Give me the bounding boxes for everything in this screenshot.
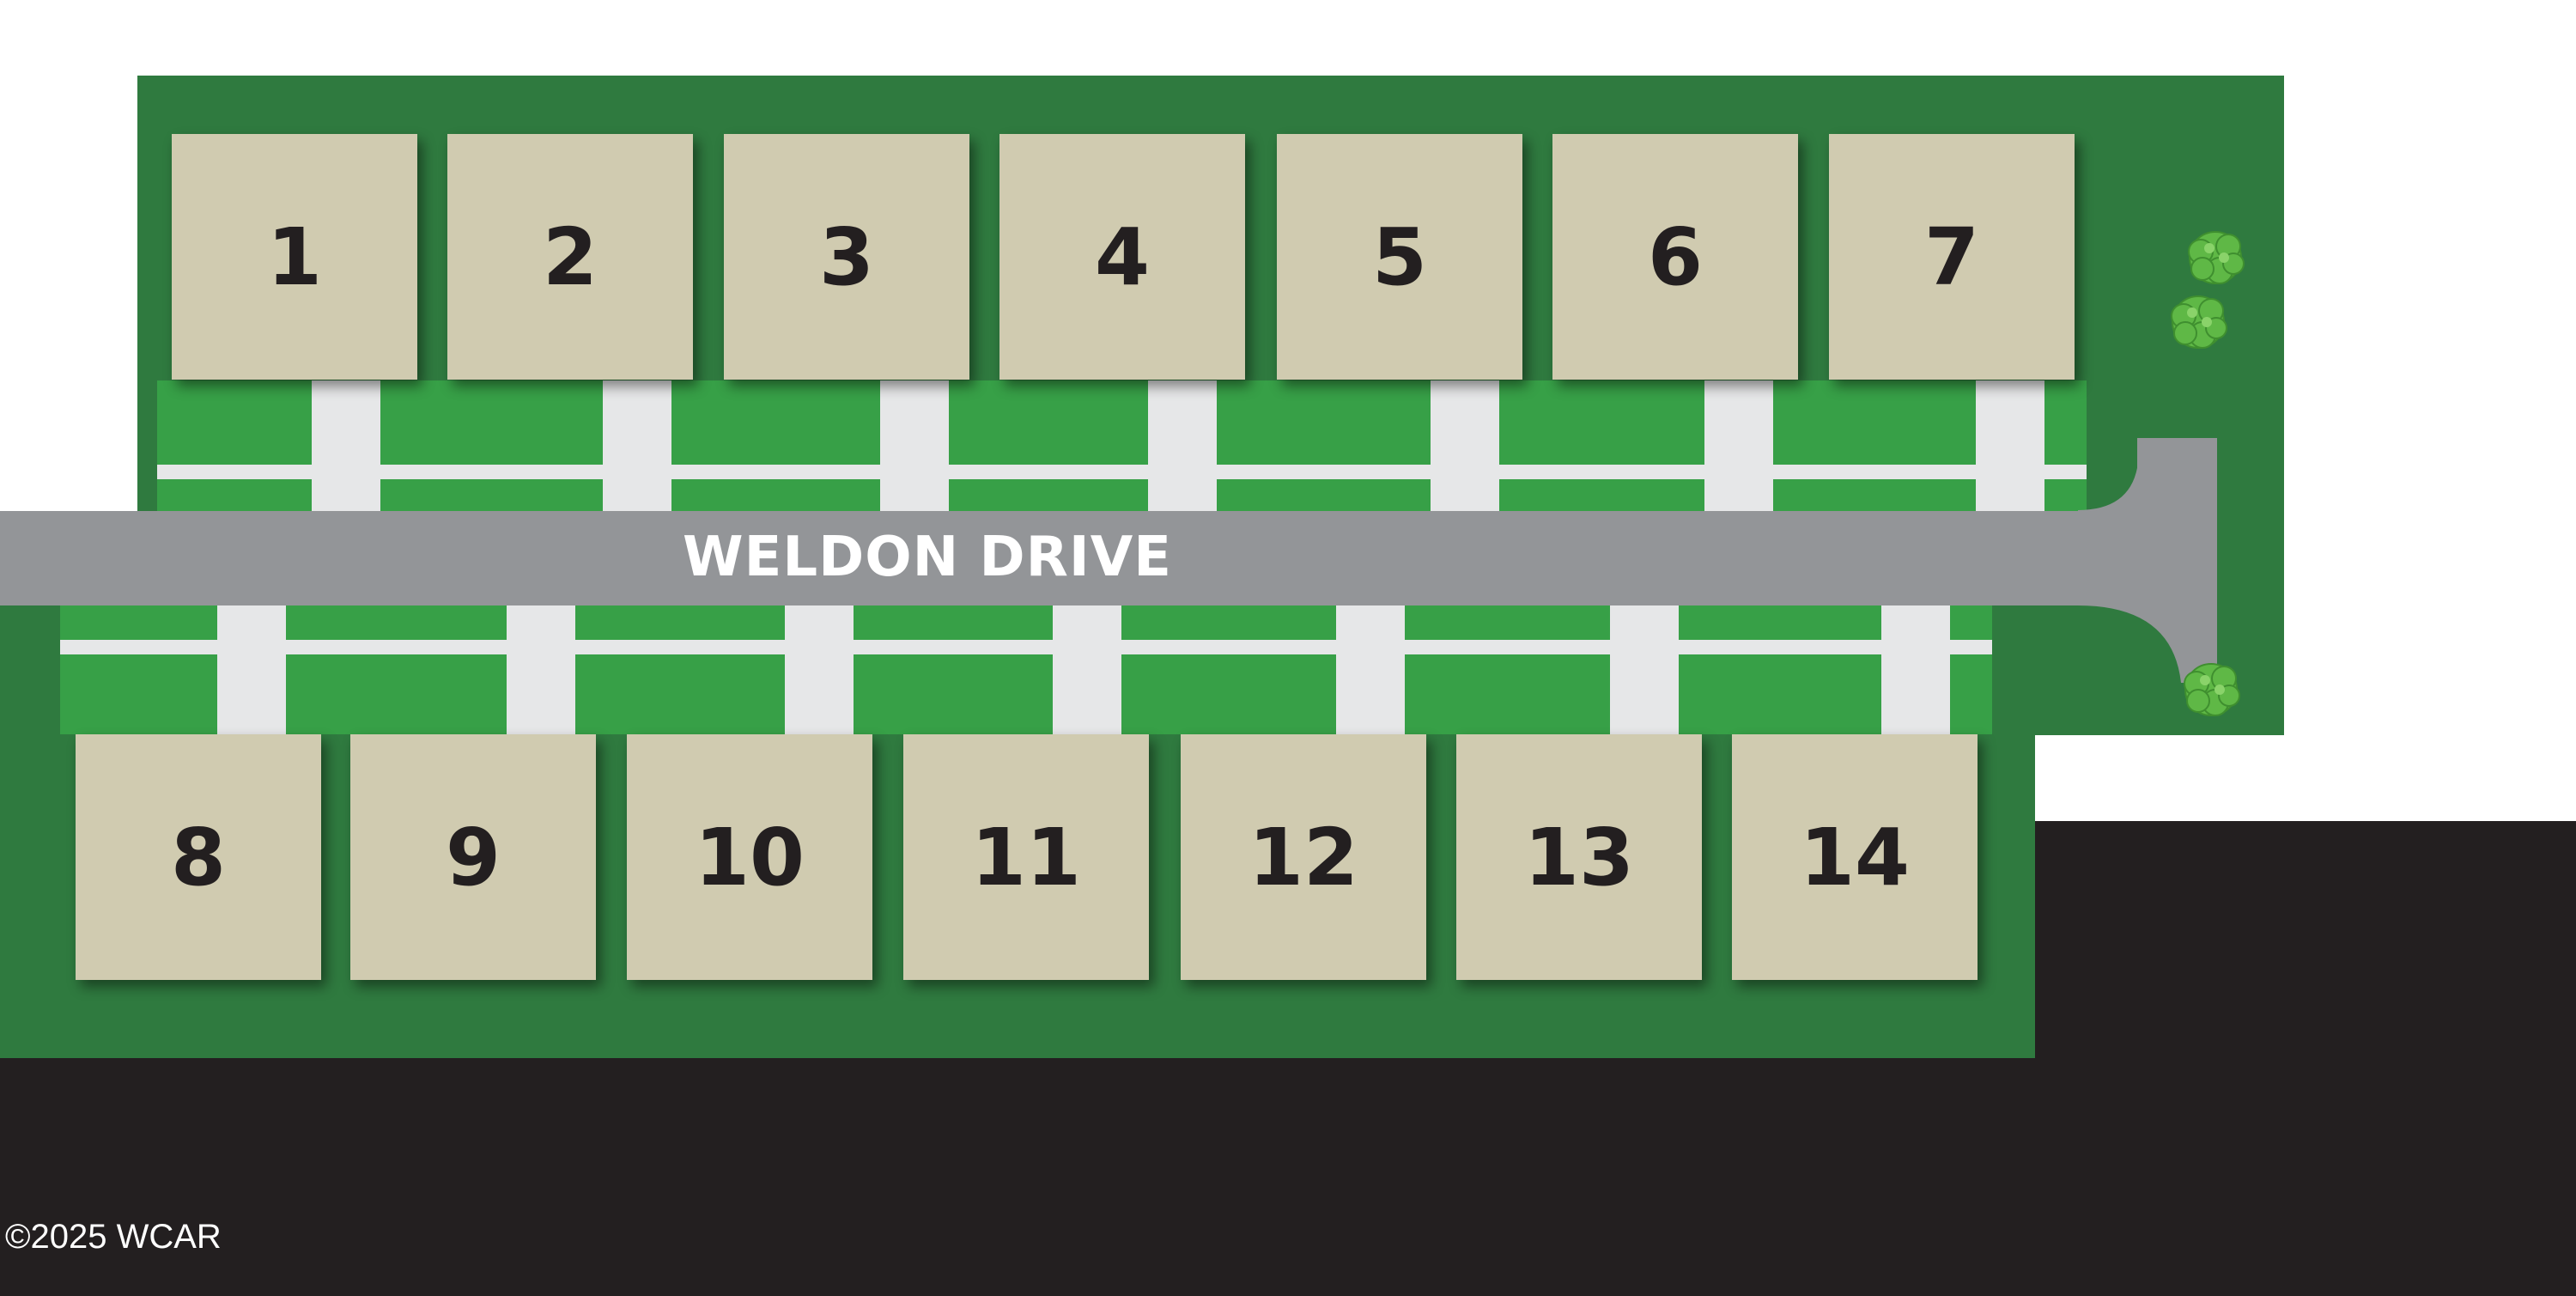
lot-4[interactable]: 4 <box>999 134 1245 380</box>
south-driveway-12 <box>1336 605 1405 734</box>
lot-2[interactable]: 2 <box>447 134 693 380</box>
south-driveway-11 <box>1053 605 1121 734</box>
road-name-label: WELDON DRIVE <box>683 526 1172 589</box>
lot-9[interactable]: 9 <box>350 734 596 980</box>
north-driveway-3 <box>880 380 949 511</box>
north-driveway-1 <box>312 380 380 511</box>
lot-number: 13 <box>1523 811 1635 904</box>
weldon-drive-road <box>0 511 2091 605</box>
north-parkway-strip <box>157 380 2087 511</box>
lot-number: 10 <box>694 811 805 904</box>
lot-number: 4 <box>1094 210 1150 303</box>
lot-number: 12 <box>1248 811 1359 904</box>
lot-3[interactable]: 3 <box>724 134 969 380</box>
lot-number: 1 <box>266 210 322 303</box>
north-driveway-2 <box>603 380 671 511</box>
north-driveway-4 <box>1148 380 1217 511</box>
south-driveway-13 <box>1610 605 1679 734</box>
south-sidewalk <box>60 640 1992 654</box>
lot-number: 7 <box>1923 210 1979 303</box>
south-parkway-strip <box>60 605 1992 734</box>
north-driveway-6 <box>1704 380 1773 511</box>
lot-14[interactable]: 14 <box>1732 734 1978 980</box>
lot-12[interactable]: 12 <box>1181 734 1426 980</box>
lot-8[interactable]: 8 <box>76 734 321 980</box>
tree-icon <box>2188 231 2245 284</box>
lot-10[interactable]: 10 <box>627 734 872 980</box>
lot-11[interactable]: 11 <box>903 734 1149 980</box>
lot-number: 8 <box>170 811 226 904</box>
lot-13[interactable]: 13 <box>1456 734 1702 980</box>
copyright-text: ©2025 WCAR <box>5 1218 222 1256</box>
lot-1[interactable]: 1 <box>172 134 417 380</box>
lot-number: 3 <box>818 210 874 303</box>
tree-icon <box>2171 295 2227 349</box>
lot-number: 5 <box>1371 210 1427 303</box>
dark-background-lower <box>0 1058 2035 1296</box>
south-driveway-8 <box>217 605 286 734</box>
lot-number: 11 <box>970 811 1082 904</box>
south-driveway-14 <box>1881 605 1950 734</box>
lot-number: 6 <box>1647 210 1703 303</box>
cul-de-sac-turn <box>2078 438 2217 683</box>
tree-icon <box>2184 663 2240 716</box>
north-driveway-5 <box>1431 380 1499 511</box>
south-driveway-9 <box>507 605 575 734</box>
lot-number: 14 <box>1799 811 1911 904</box>
north-sidewalk <box>157 465 2087 479</box>
lot-number: 9 <box>445 811 501 904</box>
south-driveway-10 <box>785 605 854 734</box>
north-driveway-7 <box>1976 380 2044 511</box>
lot-number: 2 <box>542 210 598 303</box>
lot-6[interactable]: 6 <box>1552 134 1798 380</box>
lot-7[interactable]: 7 <box>1829 134 2075 380</box>
lot-5[interactable]: 5 <box>1277 134 1522 380</box>
